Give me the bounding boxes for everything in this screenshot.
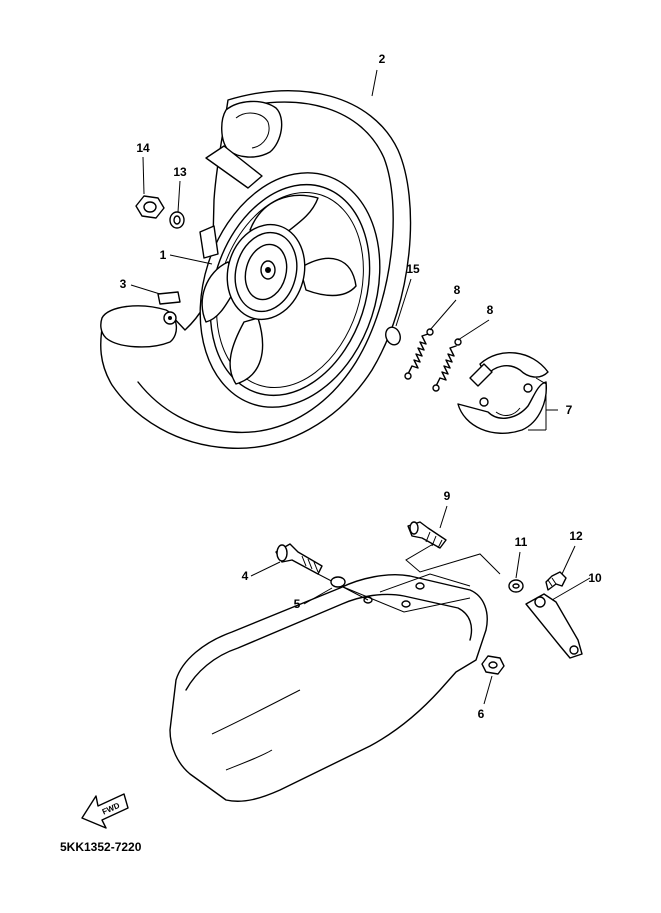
callout-8b: 8: [487, 303, 494, 317]
callout-4: 4: [242, 569, 249, 583]
callout-11: 11: [515, 535, 528, 549]
crankcase-cover: [169, 574, 488, 802]
lever-part-10: [525, 593, 583, 659]
callout-13: 13: [173, 165, 187, 179]
callout-5: 5: [294, 597, 301, 611]
part-code: 5KK1352-7220: [60, 840, 142, 854]
rear-wheel-tire: [100, 90, 412, 450]
leader-lines: [130, 69, 591, 705]
washer-part-11: [508, 579, 524, 593]
callout-9: 9: [444, 489, 451, 503]
tire-section-left: [100, 305, 177, 348]
callout-1: 1: [160, 248, 167, 262]
callout-6: 6: [478, 707, 485, 721]
o-ring-part-5: [330, 576, 346, 588]
callout-7: 7: [566, 403, 573, 417]
ring-part-15: [385, 326, 401, 346]
callout-8a: 8: [454, 283, 461, 297]
tire-section-top: [221, 100, 283, 158]
brake-shoes-part-7: [457, 352, 549, 434]
callout-2: 2: [379, 52, 386, 66]
callout-12: 12: [569, 529, 583, 543]
nut-part-14: [135, 195, 165, 219]
callout-3: 3: [120, 277, 127, 291]
callout-labels: 2 14 13 1 3 15 8 8 7 9 11 12 10 4 5 6: [120, 52, 602, 721]
bolt-part-12: [545, 571, 567, 591]
callout-14: 14: [136, 141, 150, 155]
fwd-arrow-icon: FWD: [81, 793, 129, 829]
spring-part-8a: [404, 328, 434, 380]
callout-10: 10: [588, 571, 602, 585]
crankcase-cover-body: [169, 574, 488, 802]
washer-part-13: [169, 211, 185, 229]
nut-part-6: [481, 655, 505, 675]
valve-part: [157, 291, 181, 325]
assembly-guide-lines: [317, 539, 501, 613]
bolt-part-9: [407, 521, 447, 549]
callout-15: 15: [406, 262, 420, 276]
shaft-part-4: [275, 543, 323, 575]
spring-part-8b: [432, 338, 462, 392]
